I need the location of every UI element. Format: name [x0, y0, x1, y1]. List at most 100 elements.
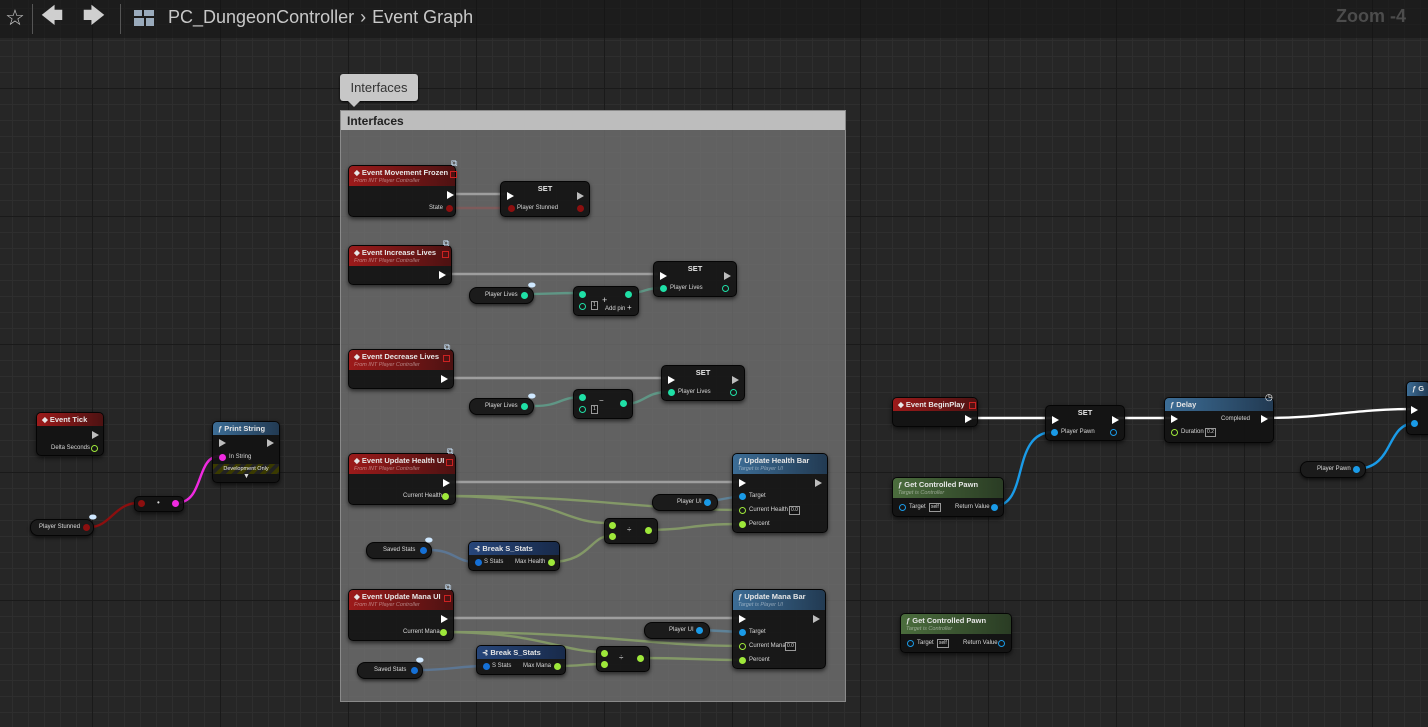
float-in-pin[interactable]	[1171, 429, 1178, 436]
node-set-player-stunned[interactable]: SET Player Stunned	[500, 181, 590, 217]
comment-title[interactable]: Interfaces	[341, 111, 845, 130]
bool-out-pin[interactable]	[83, 524, 90, 531]
float-in-pin[interactable]	[601, 650, 608, 657]
node-subtract-int[interactable]: 1 −	[573, 389, 633, 419]
exec-out-pin[interactable]	[732, 376, 739, 384]
node-set-player-lives-2[interactable]: SET Player Lives	[661, 365, 745, 401]
node-divide-health[interactable]: ÷	[604, 518, 658, 544]
exec-out-pin[interactable]	[439, 271, 446, 279]
node-set-player-pawn[interactable]: SET Player Pawn	[1045, 405, 1125, 441]
int-in-pin[interactable]	[579, 291, 586, 298]
object-out-pin[interactable]	[704, 499, 711, 506]
int-in-pin[interactable]	[660, 285, 667, 292]
object-out-pin[interactable]	[696, 627, 703, 634]
float-out-pin[interactable]	[91, 445, 98, 452]
var-player-pawn[interactable]: Player Pawn	[1300, 461, 1366, 478]
chevron-down-icon[interactable]: ▼	[243, 473, 250, 480]
int-out-pin[interactable]	[620, 400, 627, 407]
int-out-pin[interactable]	[521, 403, 528, 410]
exec-out-pin[interactable]	[1112, 416, 1119, 424]
exec-in-pin[interactable]	[219, 439, 226, 447]
exec-out-pin[interactable]	[577, 192, 584, 200]
bool-out-pin[interactable]	[446, 205, 453, 212]
string-in-pin[interactable]	[219, 454, 226, 461]
float-input-field[interactable]: 0.2	[1205, 428, 1216, 437]
struct-out-pin[interactable]	[411, 667, 418, 674]
plus-icon[interactable]: +	[627, 303, 632, 312]
exec-in-pin[interactable]	[1171, 415, 1178, 423]
float-input-field[interactable]: 0.0	[785, 642, 796, 651]
node-break-stats-2[interactable]: ⊰ Break S_Stats S Stats Max Mana	[476, 645, 566, 675]
var-player-lives-1[interactable]: Player Lives ⬬	[469, 280, 536, 304]
var-saved-stats-2[interactable]: Saved Stats ⬬	[357, 655, 424, 679]
float-out-pin[interactable]	[637, 655, 644, 662]
float-out-pin[interactable]	[548, 559, 555, 566]
bool-out-pin[interactable]	[577, 205, 584, 212]
arrow-left-icon[interactable]: 🡄	[40, 3, 64, 28]
var-player-ui-1[interactable]: Player UI	[652, 494, 718, 511]
int-input-field[interactable]: 1	[591, 301, 598, 310]
node-divide-mana[interactable]: ÷	[596, 646, 650, 672]
int-input-field[interactable]: 1	[591, 405, 598, 414]
object-in-pin[interactable]	[907, 640, 914, 647]
float-in-pin[interactable]	[739, 643, 746, 650]
breadcrumb-blueprint[interactable]: PC_DungeonController	[168, 7, 355, 27]
float-out-pin[interactable]	[442, 493, 449, 500]
exec-out-pin[interactable]	[92, 431, 99, 439]
object-in-pin[interactable]	[899, 504, 906, 511]
object-in-pin[interactable]	[739, 493, 746, 500]
int-in-pin[interactable]	[668, 389, 675, 396]
exec-in-pin[interactable]	[660, 272, 667, 280]
exec-in-pin[interactable]	[507, 192, 514, 200]
float-in-pin[interactable]	[739, 521, 746, 528]
object-in-pin[interactable]	[1051, 429, 1058, 436]
float-in-pin[interactable]	[609, 522, 616, 529]
struct-in-pin[interactable]	[483, 663, 490, 670]
breadcrumb-graph[interactable]: Event Graph	[372, 7, 474, 27]
exec-in-pin[interactable]	[739, 479, 746, 487]
int-out-pin[interactable]	[730, 389, 737, 396]
node-add-int[interactable]: 1 + Add pin +	[573, 286, 639, 316]
exec-out-pin[interactable]	[441, 375, 448, 383]
object-out-pin[interactable]	[998, 640, 1005, 647]
float-out-pin[interactable]	[645, 527, 652, 534]
node-event-beginplay[interactable]: ◆ Event BeginPlay	[892, 397, 978, 427]
exec-out-pin[interactable]	[965, 415, 972, 423]
var-player-ui-2[interactable]: Player UI	[644, 622, 710, 639]
exec-in-pin[interactable]	[739, 615, 746, 623]
object-in-pin[interactable]	[1411, 420, 1418, 427]
int-out-pin[interactable]	[722, 285, 729, 292]
float-in-pin[interactable]	[601, 661, 608, 668]
node-set-player-lives-1[interactable]: SET Player Lives	[653, 261, 737, 297]
node-print-string[interactable]: ƒ Print String In String Development Onl…	[212, 421, 280, 483]
exec-out-pin[interactable]	[724, 272, 731, 280]
var-player-lives-2[interactable]: Player Lives ⬬	[469, 391, 536, 415]
node-reroute[interactable]: •	[134, 496, 184, 512]
exec-in-pin[interactable]	[1052, 416, 1059, 424]
comment-bubble[interactable]: Interfaces	[340, 74, 418, 107]
bool-in-pin[interactable]	[138, 500, 145, 507]
int-in-pin[interactable]	[579, 303, 586, 310]
struct-in-pin[interactable]	[475, 559, 482, 566]
exec-in-pin[interactable]	[1411, 406, 1418, 414]
var-player-stunned[interactable]: Player Stunned ⬬	[30, 512, 97, 536]
exec-out-pin[interactable]	[1261, 415, 1268, 423]
exec-out-pin[interactable]	[447, 191, 454, 199]
target-input-field[interactable]: self	[937, 639, 949, 648]
float-out-pin[interactable]	[554, 663, 561, 670]
arrow-right-icon[interactable]: 🡆	[82, 3, 106, 28]
float-in-pin[interactable]	[739, 507, 746, 514]
bool-in-pin[interactable]	[508, 205, 515, 212]
exec-out-pin[interactable]	[441, 615, 448, 623]
int-out-pin[interactable]	[521, 292, 528, 299]
object-in-pin[interactable]	[739, 629, 746, 636]
node-break-stats-1[interactable]: ⊰ Break S_Stats S Stats Max Health	[468, 541, 560, 571]
object-out-pin[interactable]	[1353, 466, 1360, 473]
exec-out-pin[interactable]	[813, 615, 820, 623]
